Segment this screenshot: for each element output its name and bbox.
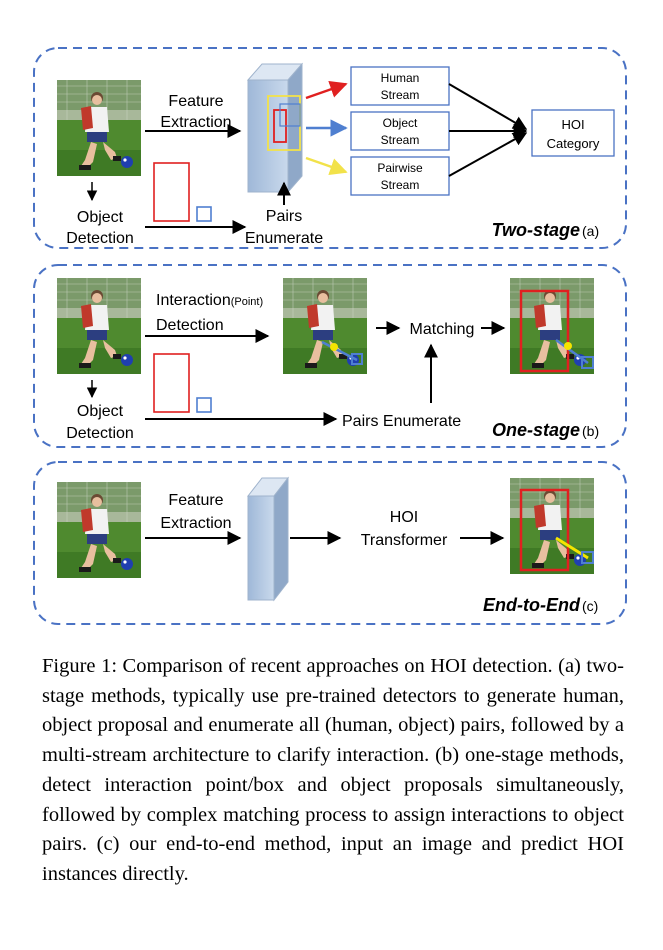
hoi-category-label-2: Category — [547, 136, 600, 151]
object-stream-label-2: Stream — [381, 133, 420, 147]
two-stage-pairs-label-2: Enumerate — [245, 230, 323, 247]
human-stream-box: Human Stream — [350, 66, 450, 106]
end-to-end-output-image — [510, 478, 594, 574]
figure-caption: Figure 1: Comparison of recent approache… — [42, 655, 624, 885]
one-stage-tag: (b) — [582, 423, 599, 439]
end-to-end-feature-map — [246, 476, 290, 602]
two-stage-tag: (a) — [582, 223, 599, 239]
end-to-end-feature-label-2: Extraction — [160, 515, 231, 532]
two-stage-feature-label-1: Feature — [168, 93, 223, 110]
two-stage-panel-border — [33, 47, 627, 249]
two-stage-title: Two-stage — [492, 220, 580, 240]
transformer-label-2: Transformer — [361, 532, 448, 549]
pairwise-stream-box: Pairwise Stream — [350, 156, 450, 196]
interaction-point-image — [282, 278, 368, 374]
one-stage-human-bbox — [153, 353, 190, 413]
end-to-end-input-image — [57, 482, 141, 578]
transformer-label-1: HOI — [390, 509, 418, 526]
end-to-end-feature-label-1: Feature — [168, 492, 223, 509]
two-stage-object-label-1: Object — [77, 209, 124, 226]
pairwise-stream-label-2: Stream — [381, 178, 420, 192]
human-stream-label-2: Stream — [381, 88, 420, 102]
end-to-end-tag: (c) — [582, 598, 598, 614]
one-stage-object-bbox — [196, 397, 212, 413]
one-stage-output-image — [510, 278, 594, 374]
matching-label: Matching — [410, 321, 475, 338]
diagram-canvas: Feature Extraction Object Detection Pair… — [33, 47, 627, 625]
one-stage-panel-border — [33, 264, 627, 448]
pairwise-stream-arrow — [305, 156, 348, 176]
human-stream-label-1: Human — [381, 71, 420, 85]
two-stage-feature-label-2: Extraction — [160, 114, 231, 131]
end-to-end-title: End-to-End — [483, 595, 581, 615]
two-stage-input-image — [57, 80, 141, 176]
human-stream-arrow — [305, 80, 348, 100]
one-stage-pairs-label: Pairs Enumerate — [342, 413, 461, 430]
one-stage-interaction-label: Interaction(Point) — [156, 292, 263, 309]
hoi-category-label-1: HOI — [561, 117, 584, 132]
object-stream-box: Object Stream — [350, 111, 450, 151]
pairwise-to-hoi-arrow — [448, 132, 528, 177]
two-stage-human-bbox — [153, 162, 190, 222]
one-stage-input-image — [57, 278, 141, 374]
human-to-hoi-arrow — [448, 83, 528, 130]
one-stage-object-label-2: Detection — [66, 425, 134, 442]
one-stage-title: One-stage — [492, 420, 580, 440]
one-stage-object-label-1: Object — [77, 403, 124, 420]
two-stage-feature-map — [246, 62, 304, 194]
hoi-category-box: HOI Category — [531, 109, 615, 157]
two-stage-object-bbox — [196, 206, 212, 222]
end-to-end-panel-border — [33, 461, 627, 625]
two-stage-object-label-2: Detection — [66, 230, 134, 247]
pairwise-stream-label-1: Pairwise — [377, 161, 423, 175]
one-stage-detection-label: Detection — [156, 317, 224, 334]
two-stage-pairs-label-1: Pairs — [266, 208, 302, 225]
object-stream-label-1: Object — [383, 116, 418, 130]
